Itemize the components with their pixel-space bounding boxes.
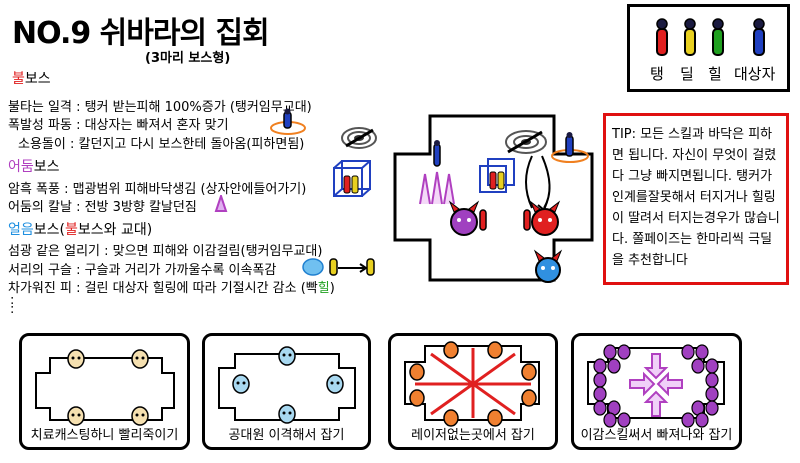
- map-vortex-icon: [505, 130, 547, 154]
- dark-boss-header: 어둠보스: [8, 159, 60, 175]
- panel-2-caption: 공대원 이격해서 잡기: [228, 428, 345, 443]
- dark-skill-2: 어둠의 칼날 : 전방 3방향 칼날던짐: [8, 200, 197, 215]
- map-ice-boss-icon: [533, 249, 563, 283]
- phase-panel-laser: 레이저없는곳에서 잡기: [388, 333, 558, 450]
- fire-skill-2: 폭발성 파동 : 대상자는 빠져서 혼자 맞기: [8, 118, 229, 133]
- fire-skill-3: 소용돌이 : 칼던지고 다시 보스한테 돌아옴(피하면됨): [18, 137, 305, 152]
- explosive-wave-icon: [270, 108, 306, 135]
- ice-skill-1: 섬광 같은 얼리기 : 맞으면 피해와 이감걸림(탱커임무교대): [8, 244, 323, 259]
- dark-blade-icon: [214, 195, 228, 212]
- panel-4-caption: 이감스킬써서 빠져나와 잡기: [580, 428, 733, 443]
- frost-orb-icon: [302, 258, 375, 276]
- ice-boss-header: 얼음보스(불보스와 교대): [8, 222, 153, 238]
- legend-tank-label: 탱: [650, 65, 664, 83]
- map-dark-blade-target: [419, 140, 455, 205]
- ice-skill-3: 차가워진 피 : 걸린 대상자 힐링에 따라 기절시간 감소 (빡힐): [8, 281, 335, 296]
- map-fire-boss-icon: [523, 200, 561, 236]
- panel-4-diagram: [587, 344, 725, 428]
- dark-skill-1: 암흑 폭풍 : 맵광범위 피해바닥생김 (상자안에들어가기): [8, 182, 307, 197]
- map-dark-boss-icon: [448, 200, 487, 236]
- target-marker-icon: [753, 18, 765, 56]
- boss-room-map: [393, 114, 594, 283]
- panel-2-diagram: [218, 346, 356, 424]
- tank-marker-icon: [656, 18, 668, 56]
- fire-skill-1: 불타는 일격 : 탱커 받는피해 100%증가 (탱커임무교대): [8, 100, 312, 115]
- healer-marker-icon: [712, 18, 724, 56]
- phase-panel-heal-cast: 치료캐스팅하니 빨리죽이기: [19, 333, 190, 450]
- ice-skill-2: 서리의 구슬 : 구슬과 거리가 가까울수록 이속폭감: [8, 263, 277, 278]
- map-shelter-box: [479, 158, 515, 193]
- role-legend: 탱 딜 힐 대상자: [627, 4, 790, 92]
- continuation-dots: ::: [10, 293, 15, 317]
- panel-3-diagram: [404, 341, 540, 427]
- shelter-box-icon: [333, 160, 371, 197]
- phase-panel-spread: 공대원 이격해서 잡기: [202, 333, 371, 450]
- panel-3-caption: 레이저없는곳에서 잡기: [411, 428, 535, 443]
- panel-1-diagram: [35, 349, 175, 426]
- legend-target-label: 대상자: [734, 65, 776, 83]
- tip-box: TIP: 모든 스킬과 바닥은 피하면 됩니다. 자신이 무엇이 걸렸다 그냥 …: [603, 113, 789, 285]
- page-title: NO.9 쉬바라의 집회: [12, 16, 270, 51]
- map-explosive-wave-target: [551, 132, 589, 163]
- phase-panel-slow: 이감스킬써서 빠져나와 잡기: [571, 333, 742, 450]
- dealer-marker-icon: [684, 18, 696, 56]
- panel-1-caption: 치료캐스팅하니 빨리죽이기: [30, 428, 179, 443]
- role-legend-icons: [656, 18, 765, 56]
- vortex-icon: [341, 127, 377, 149]
- fire-boss-header: 불보스: [12, 71, 51, 87]
- legend-dealer-label: 딜: [680, 65, 694, 83]
- legend-healer-label: 힐: [708, 65, 722, 83]
- page-subtitle: (3마리 보스형): [145, 51, 231, 66]
